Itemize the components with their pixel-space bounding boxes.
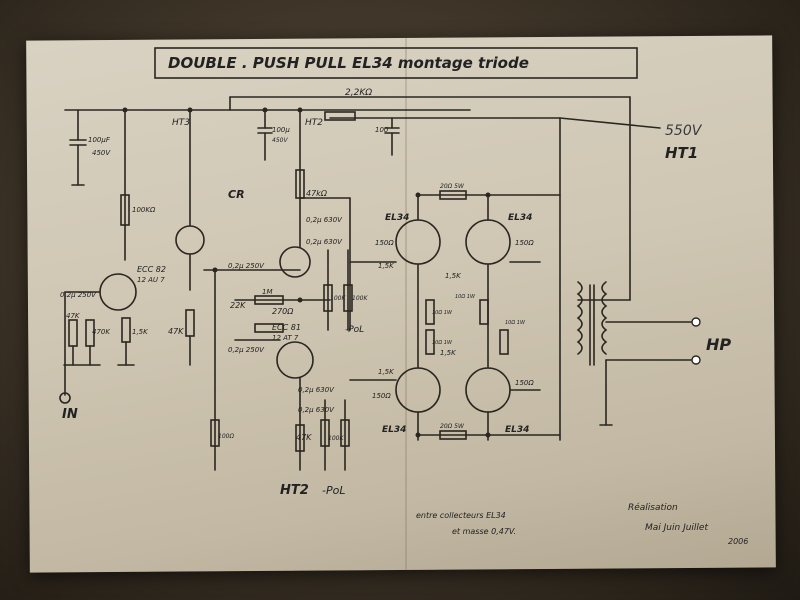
el34-label-3: EL34 <box>382 425 406 435</box>
resistor-1m-label: 1M <box>262 288 273 296</box>
ht3-label: HT3 <box>172 118 190 128</box>
ecc82b-label: 12 AU 7 <box>137 276 165 284</box>
resistor-150-1-label: 150Ω <box>375 239 394 247</box>
cap-02-630d-label: 0,2µ 630V <box>298 406 335 414</box>
resistor-100r-label: 100Ω <box>218 433 234 440</box>
resistor-47k-top-label: 47kΩ <box>306 189 328 198</box>
resistor-100k-b-label: 100K <box>352 295 368 302</box>
transformer-secondary <box>601 281 608 355</box>
el34-label-2: EL34 <box>508 213 532 223</box>
ecc82-tube <box>99 273 137 311</box>
resistor-15k-4-label: 1,5K <box>440 349 457 357</box>
el34-tube-3 <box>395 367 441 413</box>
cap-mid-v-label: 450V <box>272 137 288 144</box>
cap-02-630b-label: 0,2µ 630V <box>306 238 343 246</box>
resistor-20-bottom-label: 20Ω 5W <box>440 423 465 430</box>
cap-02-630c-label: 0,2µ 630V <box>298 386 335 394</box>
resistor-100k-bottom-label: 100K <box>328 435 344 442</box>
el34-tube-1 <box>395 219 441 265</box>
resistor-15k-left-label: 1,5K <box>132 328 149 336</box>
cr-tube <box>175 225 205 255</box>
ht1-voltage-label: 550V <box>665 123 703 139</box>
resistor-47k-bottom-label: 47K <box>168 327 184 336</box>
cap-02-250b-label: 0,2µ 250V <box>60 291 97 299</box>
resistor-270-label: 270Ω <box>272 307 294 316</box>
input-label: IN <box>62 407 78 422</box>
signature-line-1: Réalisation <box>628 502 678 513</box>
cr-label: CR <box>228 188 245 201</box>
ecc81-label: ECC 81 <box>272 323 301 332</box>
input-jack <box>59 392 71 404</box>
ht1-label: HT1 <box>665 144 698 162</box>
paper-fold <box>405 38 407 570</box>
cap-02-250-label: 0,2µ 250V <box>228 262 265 270</box>
resistor-2k2-label: 2,2KΩ <box>345 88 372 98</box>
resistor-22k-label: 22K <box>230 301 246 310</box>
note-line-1: entre collecteurs EL34 <box>416 511 506 520</box>
pol-label-1: -PoL <box>345 325 364 335</box>
el34-label-1: EL34 <box>385 213 409 223</box>
title-box <box>154 47 638 79</box>
hp-terminal-1 <box>691 317 701 327</box>
resistor-150-4-label: 150Ω <box>515 379 534 387</box>
resistor-150-2-label: 150Ω <box>515 239 534 247</box>
resistor-15k-2-label: 1,5K <box>445 272 462 280</box>
cap-100uf-label: 100µF <box>88 136 111 144</box>
cap-450v-label: 450V <box>92 149 111 157</box>
resistor-15k-1-label: 1,5K <box>378 262 395 270</box>
note-line-2: et masse 0,47V. <box>452 527 516 536</box>
resistor-100k-a-label: 100K <box>330 295 346 302</box>
cap-02-250c-label: 0,2µ 250V <box>228 346 265 354</box>
resistor-10-4-label: 10Ω 1W <box>505 320 526 326</box>
resistor-20-top-label: 20Ω 5W <box>440 183 465 190</box>
cap-02-630-label: 0,2µ 630V <box>306 216 343 224</box>
ht1-line <box>559 117 661 129</box>
resistor-2k2 <box>324 111 356 121</box>
cap-mid-label: 100µ <box>272 126 290 134</box>
resistor-10-1-label: 10Ω 1W <box>432 310 453 316</box>
resistor-100k-label: 100KΩ <box>132 206 156 214</box>
ecc82-label: ECC 82 <box>137 265 166 274</box>
el34-label-4: EL34 <box>505 425 529 435</box>
el34-tube-2 <box>465 219 511 265</box>
schematic-title: DOUBLE . PUSH PULL EL34 montage triode <box>168 54 529 72</box>
cap-right-label: 100 <box>375 126 389 134</box>
ht2-bottom-label: HT2 <box>280 483 309 498</box>
resistor-470k-label: 470K <box>92 328 111 336</box>
hp-label: HP <box>706 335 731 354</box>
el34-tube-4 <box>465 367 511 413</box>
resistor-47k-bottom2-label: 47K <box>296 433 312 442</box>
signature-year: 2006 <box>728 537 748 546</box>
resistor-150-3-label: 150Ω <box>372 392 391 400</box>
ecc81-top-tube <box>279 246 311 278</box>
ecc81b-label: 12 AT 7 <box>272 334 299 342</box>
resistor-47k-left-label: 47K <box>66 312 81 320</box>
resistor-10-2-label: 10Ω 1W <box>455 294 476 300</box>
ht2-label: HT2 <box>305 118 323 128</box>
resistor-100k-left <box>120 194 130 226</box>
pol-label-2: -PoL <box>322 484 345 497</box>
ecc81-bottom-tube <box>276 341 314 379</box>
signature-line-2: Mai Juin Juillet <box>645 523 708 533</box>
hp-terminal-2 <box>691 355 701 365</box>
resistor-15k-3-label: 1,5K <box>378 368 395 376</box>
resistor-10-3-label: 10Ω 1W <box>432 340 453 346</box>
transformer-primary <box>576 281 583 355</box>
